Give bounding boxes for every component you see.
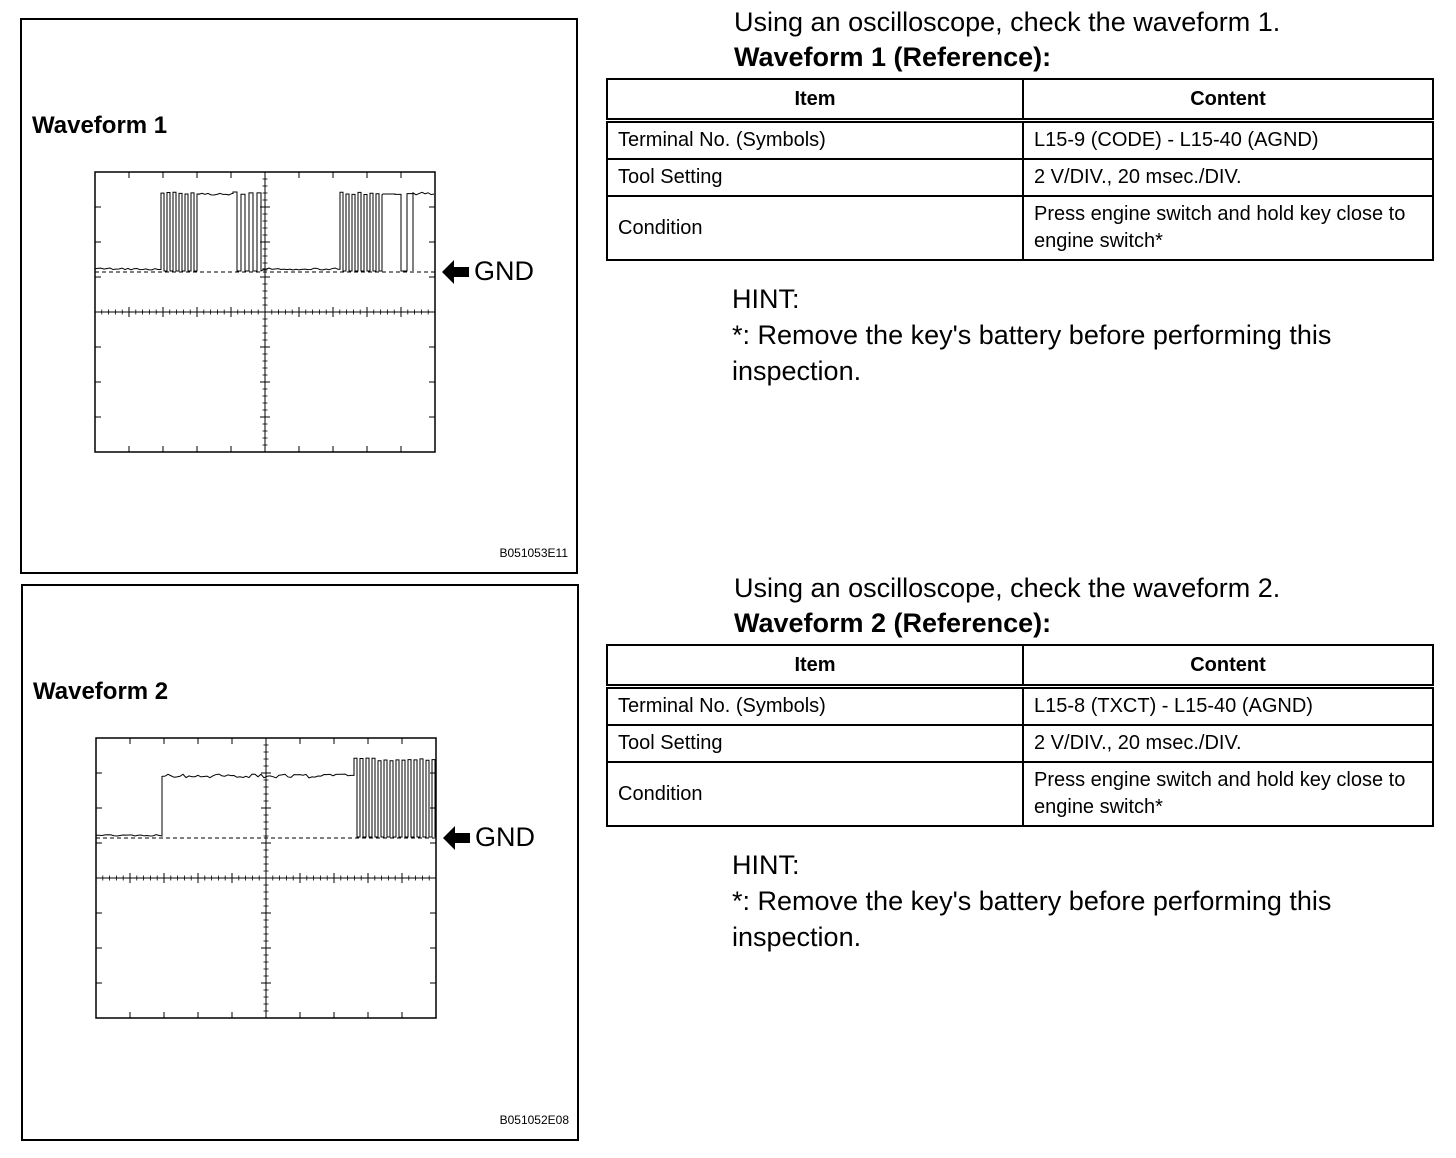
row-content: 2 V/DIV., 20 msec./DIV. — [1023, 159, 1433, 196]
waveform-2-title: Waveform 2 — [33, 678, 168, 706]
waveform-2-section: Using an oscilloscope, check the wavefor… — [606, 570, 1434, 955]
waveform-1-panel: Waveform 1 GND B051053E11 — [20, 18, 578, 574]
waveform-1-scope — [93, 170, 437, 454]
gnd-text: GND — [474, 256, 534, 287]
waveform-2-intro: Using an oscilloscope, check the wavefor… — [734, 570, 1434, 606]
table-header-row: Item Content — [607, 645, 1433, 687]
hint-text: *: Remove the key's battery before perfo… — [732, 317, 1434, 389]
waveform-1-figure-code: B051053E11 — [499, 546, 568, 560]
table-row: Terminal No. (Symbols) L15-8 (TXCT) - L1… — [607, 687, 1433, 726]
header-content: Content — [1023, 79, 1433, 121]
row-item: Terminal No. (Symbols) — [607, 121, 1023, 160]
row-item: Tool Setting — [607, 725, 1023, 762]
table-header-row: Item Content — [607, 79, 1433, 121]
header-content: Content — [1023, 645, 1433, 687]
waveform-2-panel: Waveform 2 GND B051052E08 — [21, 584, 579, 1141]
header-item: Item — [607, 79, 1023, 121]
arrow-left-icon — [442, 259, 470, 285]
row-content: Press engine switch and hold key close t… — [1023, 762, 1433, 826]
waveform-2-gnd-label: GND — [443, 822, 535, 853]
waveform-1-intro: Using an oscilloscope, check the wavefor… — [734, 4, 1434, 40]
waveform-1-gnd-label: GND — [442, 256, 534, 287]
table-row: Condition Press engine switch and hold k… — [607, 762, 1433, 826]
waveform-1-ref-title: Waveform 1 (Reference): — [734, 40, 1434, 74]
waveform-2-figure-code: B051052E08 — [500, 1113, 569, 1127]
hint-text: *: Remove the key's battery before perfo… — [732, 883, 1434, 955]
waveform-2-spec-table: Item Content Terminal No. (Symbols) L15-… — [606, 644, 1434, 827]
waveform-1-spec-table: Item Content Terminal No. (Symbols) L15-… — [606, 78, 1434, 261]
table-row: Tool Setting 2 V/DIV., 20 msec./DIV. — [607, 159, 1433, 196]
waveform-2-ref-title: Waveform 2 (Reference): — [734, 606, 1434, 640]
waveform-2-scope — [94, 736, 438, 1020]
waveform-1-section: Using an oscilloscope, check the wavefor… — [606, 4, 1434, 389]
table-row: Tool Setting 2 V/DIV., 20 msec./DIV. — [607, 725, 1433, 762]
row-content: L15-9 (CODE) - L15-40 (AGND) — [1023, 121, 1433, 160]
hint-label: HINT: — [732, 281, 1434, 317]
waveform-1-hint: HINT: *: Remove the key's battery before… — [732, 281, 1434, 389]
header-item: Item — [607, 645, 1023, 687]
arrow-left-icon — [443, 825, 471, 851]
table-row: Condition Press engine switch and hold k… — [607, 196, 1433, 260]
waveform-1-title: Waveform 1 — [32, 112, 167, 140]
row-item: Condition — [607, 762, 1023, 826]
row-content: 2 V/DIV., 20 msec./DIV. — [1023, 725, 1433, 762]
table-row: Terminal No. (Symbols) L15-9 (CODE) - L1… — [607, 121, 1433, 160]
row-item: Tool Setting — [607, 159, 1023, 196]
row-item: Condition — [607, 196, 1023, 260]
row-content: L15-8 (TXCT) - L15-40 (AGND) — [1023, 687, 1433, 726]
hint-label: HINT: — [732, 847, 1434, 883]
gnd-text: GND — [475, 822, 535, 853]
row-item: Terminal No. (Symbols) — [607, 687, 1023, 726]
row-content: Press engine switch and hold key close t… — [1023, 196, 1433, 260]
waveform-2-hint: HINT: *: Remove the key's battery before… — [732, 847, 1434, 955]
